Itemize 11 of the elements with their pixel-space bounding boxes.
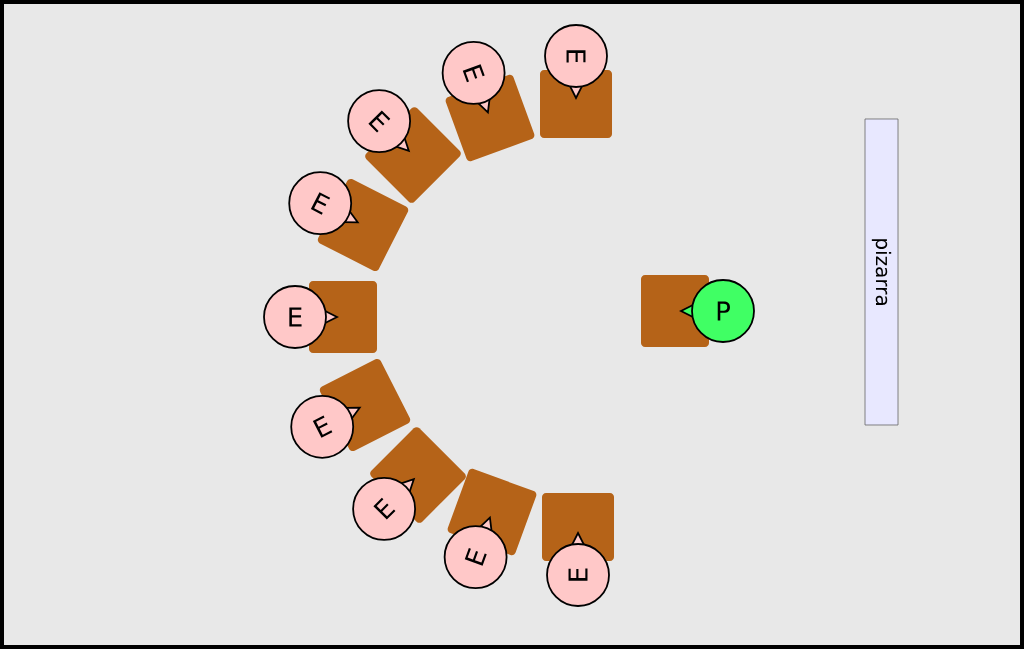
student-bubble: E <box>546 531 610 607</box>
student-bubble: E <box>347 89 411 153</box>
student-bubble: E <box>443 515 508 589</box>
student-bubble: E <box>544 24 608 100</box>
teacher-bubble: P <box>679 279 755 343</box>
student-bubble: E <box>441 41 506 115</box>
student-bubble: E <box>290 394 362 459</box>
whiteboard: pizarra <box>864 118 899 426</box>
student-bubble: E <box>352 477 416 541</box>
student-bubble: E <box>288 171 360 236</box>
student-bubble: E <box>263 285 339 349</box>
